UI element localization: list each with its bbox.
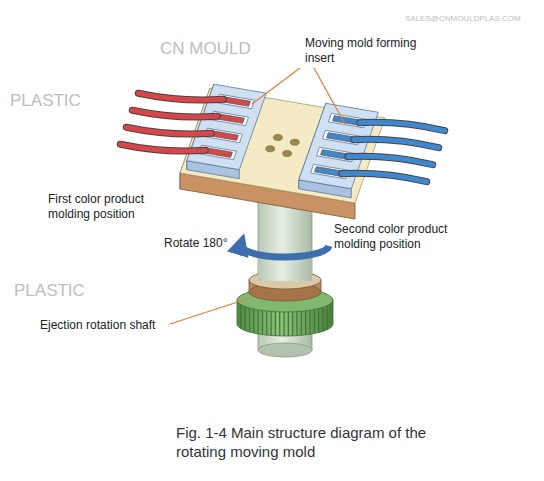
gear-tooth	[249, 308, 250, 332]
ejector-hole	[290, 139, 299, 145]
gear-tooth	[262, 311, 263, 335]
shaft-end	[258, 343, 312, 357]
gear-tooth	[253, 309, 254, 333]
watermark: CN MOULD	[160, 38, 270, 59]
gear-tooth	[270, 311, 271, 335]
gear-tooth	[314, 310, 315, 334]
ejector-hole	[273, 135, 282, 141]
leader-line	[170, 298, 250, 324]
gear-tooth	[318, 309, 319, 333]
product-runner	[348, 156, 433, 164]
watermark: SALES@CNMOULDPLAS.COM	[405, 14, 543, 24]
gear-tooth	[301, 311, 302, 335]
product-outline	[360, 122, 445, 130]
part-label: Moving mold forming insert	[305, 36, 423, 66]
gear-tooth	[322, 307, 323, 331]
gear-tooth	[283, 312, 284, 336]
leader-line	[314, 68, 345, 124]
rotation-arrow	[241, 244, 329, 257]
product-runner	[138, 93, 223, 100]
product-outline	[126, 127, 211, 134]
product-runner	[126, 127, 211, 134]
mold-drawing	[120, 68, 445, 357]
product-outline	[348, 156, 433, 164]
product-outline	[354, 139, 439, 147]
product-outline	[132, 110, 217, 117]
watermark: PLASTIC	[14, 280, 114, 301]
product-outline	[138, 93, 223, 100]
position-label: Second color product molding position	[334, 222, 479, 252]
product-runner	[132, 110, 217, 117]
gear-tooth	[275, 312, 276, 336]
part-label: Ejection rotation shaft	[40, 318, 170, 333]
ejector-hole	[283, 151, 292, 157]
gear-tooth	[327, 306, 328, 330]
gear-tooth	[305, 311, 306, 335]
product-outline	[342, 173, 427, 181]
rotation-label: Rotate 180°	[164, 236, 238, 251]
watermark: PLASTIC	[10, 90, 110, 111]
gear-tooth	[288, 312, 289, 336]
product-runner	[354, 139, 439, 147]
gear-tooth	[296, 312, 297, 336]
gear-tooth	[240, 305, 241, 329]
gear-tooth	[258, 310, 259, 334]
product-outline	[120, 144, 205, 151]
figure-caption: Fig. 1-4 Main structure diagram of the r…	[176, 424, 476, 462]
gear-tooth	[266, 311, 267, 335]
gear-tooth	[245, 307, 246, 331]
gear-tooth	[309, 310, 310, 334]
position-label: First color product molding position	[48, 192, 170, 222]
product-runner	[360, 122, 445, 130]
ejector-hole	[266, 146, 275, 152]
product-runner	[120, 144, 205, 151]
product-runner	[342, 173, 427, 181]
gear-tooth	[292, 312, 293, 336]
leader-line	[252, 68, 300, 104]
gear-tooth	[279, 312, 280, 336]
